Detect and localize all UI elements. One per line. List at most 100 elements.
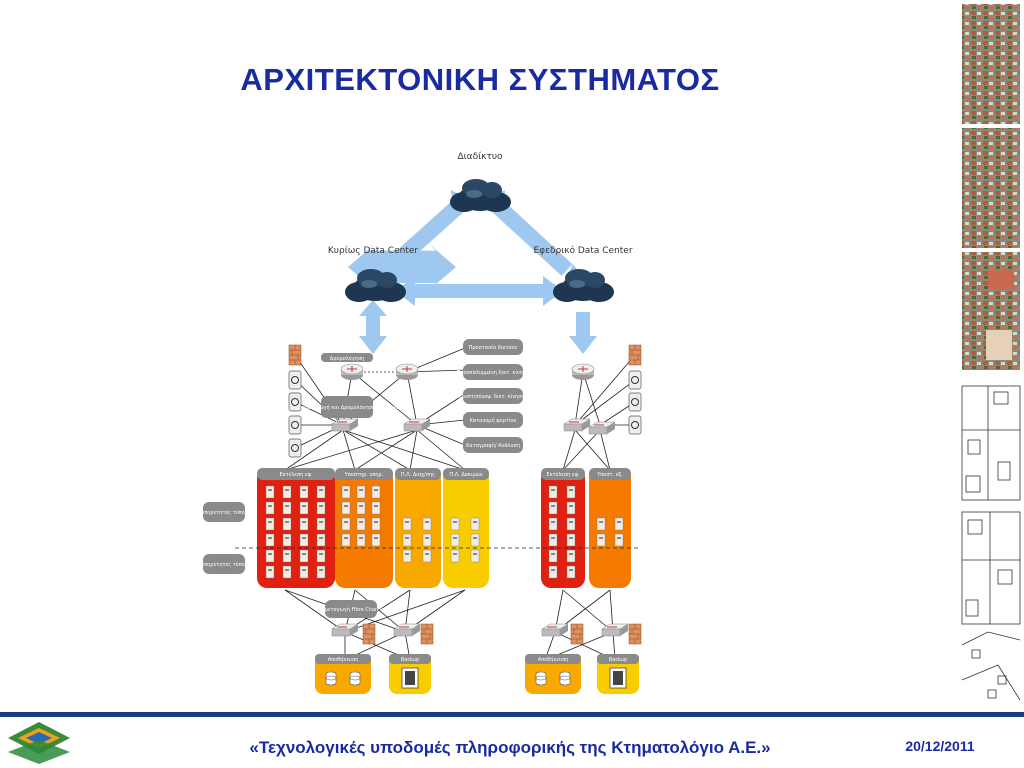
storage-label: Αποθήκευση <box>538 656 569 663</box>
switching-pill <box>321 396 373 418</box>
server-icon <box>566 549 576 563</box>
tape-library-door <box>613 671 623 685</box>
right-label-0: Προστασία δικτύου <box>469 344 518 351</box>
appliance-icon <box>628 415 642 435</box>
right-label-2: Κρυπτ/σύνοψ. δικτ. κίνησης <box>458 393 527 400</box>
appliance-icon <box>628 370 642 390</box>
server-icon <box>371 501 381 515</box>
server-icon <box>265 517 275 531</box>
server-icon <box>299 501 309 515</box>
primary-dc-label: Κυρίως Data Center <box>328 246 418 256</box>
server-icon <box>282 485 292 499</box>
right-label-3: Κατανομή φορτίου <box>470 417 517 424</box>
server-icon <box>566 533 576 547</box>
fc-pill <box>325 600 377 618</box>
right-label-4: Καταγραφή/ Ανάλυση <box>466 442 520 449</box>
aerial-image-1 <box>962 4 1020 124</box>
interconnect-arrows <box>348 190 597 354</box>
firewall-icon <box>628 623 642 645</box>
server-icon <box>450 517 460 531</box>
server-icon <box>548 549 558 563</box>
server-icon <box>614 517 624 531</box>
server-icon <box>265 485 275 499</box>
server-icon <box>470 533 480 547</box>
server-icon <box>356 485 366 499</box>
footer-title: «Τεχνολογικές υποδομές πληροφορικής της … <box>249 738 771 757</box>
server-icon <box>371 533 381 547</box>
security-labels: Προστασία δικτύου Προσκαλυμμένη δικτ. κί… <box>457 339 530 453</box>
backup-storage: Αποθήκευση Backup <box>525 654 639 694</box>
server-icon <box>402 517 412 531</box>
server-icon <box>265 565 275 579</box>
backup-dc-label: Εφεδρικό Data Center <box>533 245 632 256</box>
internet-label: Διαδίκτυο <box>457 152 503 162</box>
server-icon <box>316 565 326 579</box>
appliance-icon <box>288 370 302 390</box>
server-icon <box>299 549 309 563</box>
server-icon <box>548 485 558 499</box>
tape-library-door <box>405 671 415 685</box>
server-icon <box>282 565 292 579</box>
server-icon <box>596 533 606 547</box>
server-icon <box>282 501 292 515</box>
server-icon <box>402 533 412 547</box>
server-icon <box>566 485 576 499</box>
server-icon <box>371 485 381 499</box>
server-icon <box>299 485 309 499</box>
server-icon <box>299 517 309 531</box>
server-icon <box>450 549 460 563</box>
server-icon <box>548 533 558 547</box>
type-b-pill <box>203 502 245 522</box>
server-icon <box>548 501 558 515</box>
server-icon <box>356 517 366 531</box>
routing-pill <box>321 353 373 362</box>
server-icon <box>265 501 275 515</box>
backup-router <box>571 363 595 381</box>
server-icon <box>265 549 275 563</box>
dc-link <box>405 284 555 298</box>
server-icon <box>450 533 460 547</box>
server-icon <box>566 517 576 531</box>
database-icon <box>325 671 337 686</box>
server-icon <box>470 517 480 531</box>
footer-date: 20/12/2011 <box>905 738 975 754</box>
arrowhead <box>569 336 597 354</box>
server-icon <box>341 501 351 515</box>
right-label-1: Προσκαλυμμένη δικτ. κίνηση <box>457 369 530 376</box>
server-icon <box>596 517 606 531</box>
routing-label: Δρομολόγηση <box>330 355 364 362</box>
cadastral-map-2 <box>961 511 1021 625</box>
server-icon <box>422 517 432 531</box>
backup-label: Backup <box>609 657 627 663</box>
server-icon <box>422 549 432 563</box>
server-icon <box>566 501 576 515</box>
server-icon <box>316 517 326 531</box>
server-type-b-label: Εξυπηρετητές τύπου Β <box>195 509 253 516</box>
database-icon <box>349 671 361 686</box>
arrowhead <box>359 300 387 316</box>
switching-label: Διαμεταγωγή και Δρομολόγηση Ethernet <box>296 404 399 411</box>
system-architecture-diagram: Διαδίκτυο Κυρίως Data Center Εφεδρικό Da… <box>195 152 642 694</box>
firewall-icon <box>420 623 434 645</box>
server-icon <box>282 517 292 531</box>
firewall-icon <box>362 623 376 645</box>
server-icon <box>265 533 275 547</box>
cadastral-map-1 <box>961 385 1021 501</box>
server-icon <box>566 565 576 579</box>
server-icon <box>422 533 432 547</box>
fc-label: Διαμεταγωγή Fibre Channel <box>316 606 386 613</box>
appliance-icon <box>288 438 302 458</box>
cadastral-map-3 <box>961 631 1021 701</box>
server-type-a-label: Εξυπηρετητές τύπου Α <box>195 561 253 568</box>
backup-switch-1 <box>563 418 591 432</box>
arrowhead <box>359 336 387 354</box>
internet-cloud <box>450 179 511 212</box>
backup-label: Backup <box>401 657 419 663</box>
firewall-icon <box>288 344 302 366</box>
primary-router-2 <box>395 363 419 381</box>
primary-switch-1 <box>331 418 359 432</box>
type-a-pill <box>203 554 245 574</box>
server-icon <box>316 549 326 563</box>
sidebar-decoration <box>958 0 1024 710</box>
database-icon <box>535 671 547 686</box>
